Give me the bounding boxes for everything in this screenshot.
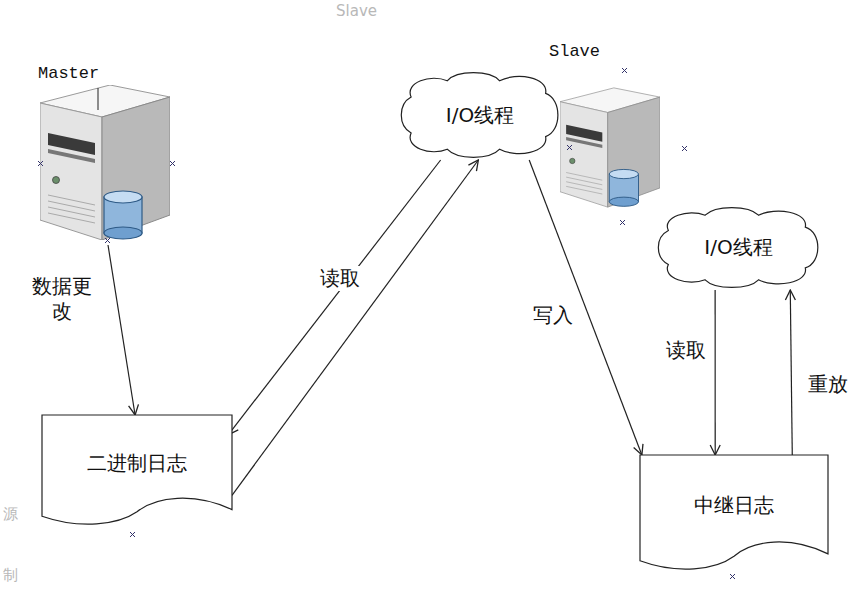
selection-handles — [38, 68, 735, 579]
server-name: Slave — [549, 42, 670, 61]
log-document: 中继日志 — [640, 455, 828, 570]
node-label: I/O线程 — [704, 234, 772, 261]
master-server — [40, 85, 170, 240]
log-document: 二进制日志 — [42, 415, 232, 525]
thread-cloud: I/O线程 — [398, 70, 562, 160]
leader-line — [98, 88, 99, 110]
node-label: 中继日志 — [694, 492, 774, 519]
faded-watermark: Slave — [336, 2, 377, 20]
flow-arrow — [232, 160, 478, 495]
node-label: I/O线程 — [446, 102, 514, 129]
faded-watermark: 制 — [3, 566, 18, 585]
flow-arrow — [790, 290, 792, 455]
edge-label: 读取 — [664, 338, 708, 363]
node-label: 二进制日志 — [87, 450, 187, 477]
edge-label: 读取 — [318, 266, 362, 291]
edge-label: 数据更改 — [26, 274, 98, 324]
flow-arrow — [529, 160, 642, 455]
master-server-node: Master — [30, 58, 180, 245]
edge-label: 重放 — [806, 372, 850, 397]
flow-arrow — [228, 160, 440, 435]
flow-arrow — [715, 290, 716, 455]
flow-arrow — [108, 245, 135, 415]
slave-server-node: Slave — [545, 40, 670, 227]
edge-label: 写入 — [531, 303, 575, 328]
server-name: Master — [38, 64, 180, 83]
slave-server — [560, 88, 660, 207]
faded-watermark: 源 — [3, 505, 18, 524]
thread-cloud: I/O线程 — [655, 205, 822, 290]
